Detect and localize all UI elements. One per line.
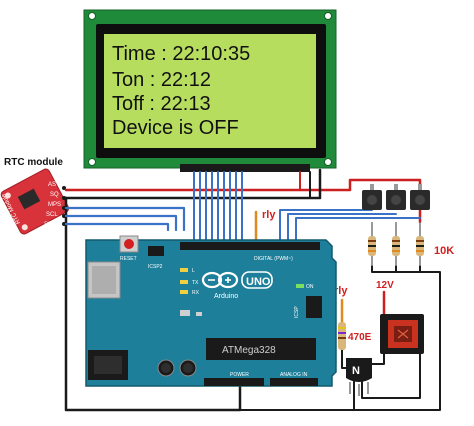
rx-label: RX <box>192 290 200 296</box>
on-label: ON <box>306 284 314 290</box>
rtc-title: RTC module <box>4 157 63 168</box>
lcd-screen <box>104 34 316 148</box>
arduino-logo: UNO Arduino <box>201 271 273 300</box>
resistor-3 <box>416 222 424 266</box>
push-buttons <box>362 184 430 210</box>
analog-label: ANALOG IN <box>280 372 308 378</box>
resistor-2 <box>392 222 400 266</box>
label-10k: 10K <box>434 245 454 257</box>
transistor: N <box>346 358 372 396</box>
label-470e: 470E <box>348 332 372 343</box>
rtc-pin-labels: AS SQ MPS SCL SDA <box>44 182 61 228</box>
power-label: POWER <box>230 372 249 378</box>
l-label: L <box>192 268 195 274</box>
digital-label: DIGITAL (PWM~) <box>254 256 293 262</box>
push-button-1 <box>362 184 382 210</box>
rtc-pin-4: SCL <box>46 212 58 218</box>
lcd-line-1: Time : 22:10:35 <box>112 43 250 65</box>
icsp-label: ICSP <box>294 306 300 318</box>
reset-label: RESET <box>120 256 137 262</box>
resistors-10k <box>368 222 424 266</box>
lcd-line-2: Ton : 22:12 <box>112 69 211 91</box>
label-12v: 12V <box>376 280 394 291</box>
rtc-pin-3: MPS <box>48 202 61 208</box>
push-button-3 <box>410 184 430 210</box>
resistor-470e <box>338 322 346 350</box>
lcd-header-pins <box>180 164 310 172</box>
transistor-label: N <box>352 365 360 377</box>
icsp-header: ICSP <box>294 296 322 318</box>
label-rly-bottom: rly <box>334 285 348 297</box>
relay <box>380 314 424 354</box>
icsp2-header: ICSP2 <box>148 246 164 270</box>
atmega-chip: ATMega328 <box>206 338 316 360</box>
rtc-pin-2: SQ <box>50 192 59 198</box>
tx-label: TX <box>192 280 199 286</box>
icsp2-label: ICSP2 <box>148 264 163 270</box>
lcd-line-4: Device is OFF <box>112 117 239 139</box>
label-rly-top: rly <box>262 209 276 221</box>
brand-arduino: Arduino <box>214 293 238 300</box>
lcd-module: Time : 22:10:35 Ton : 22:12 Toff : 22:13… <box>83 9 337 172</box>
rtc-pin-1: AS <box>48 182 56 188</box>
push-button-2 <box>386 184 406 210</box>
lcd-line-3: Toff : 22:13 <box>112 93 211 115</box>
chip-label: ATMega328 <box>222 345 276 356</box>
resistor-1 <box>368 222 376 266</box>
rtc-module: RTC module RTC Module AS SQ MPS SCL SDA <box>1 157 70 235</box>
arduino-uno-board: RESET ICSP2 DIGITAL (PWM~) L TX RX UNO A… <box>85 235 337 387</box>
rtc-pin-5: SDA <box>44 222 56 228</box>
brand-uno: UNO <box>246 276 271 288</box>
